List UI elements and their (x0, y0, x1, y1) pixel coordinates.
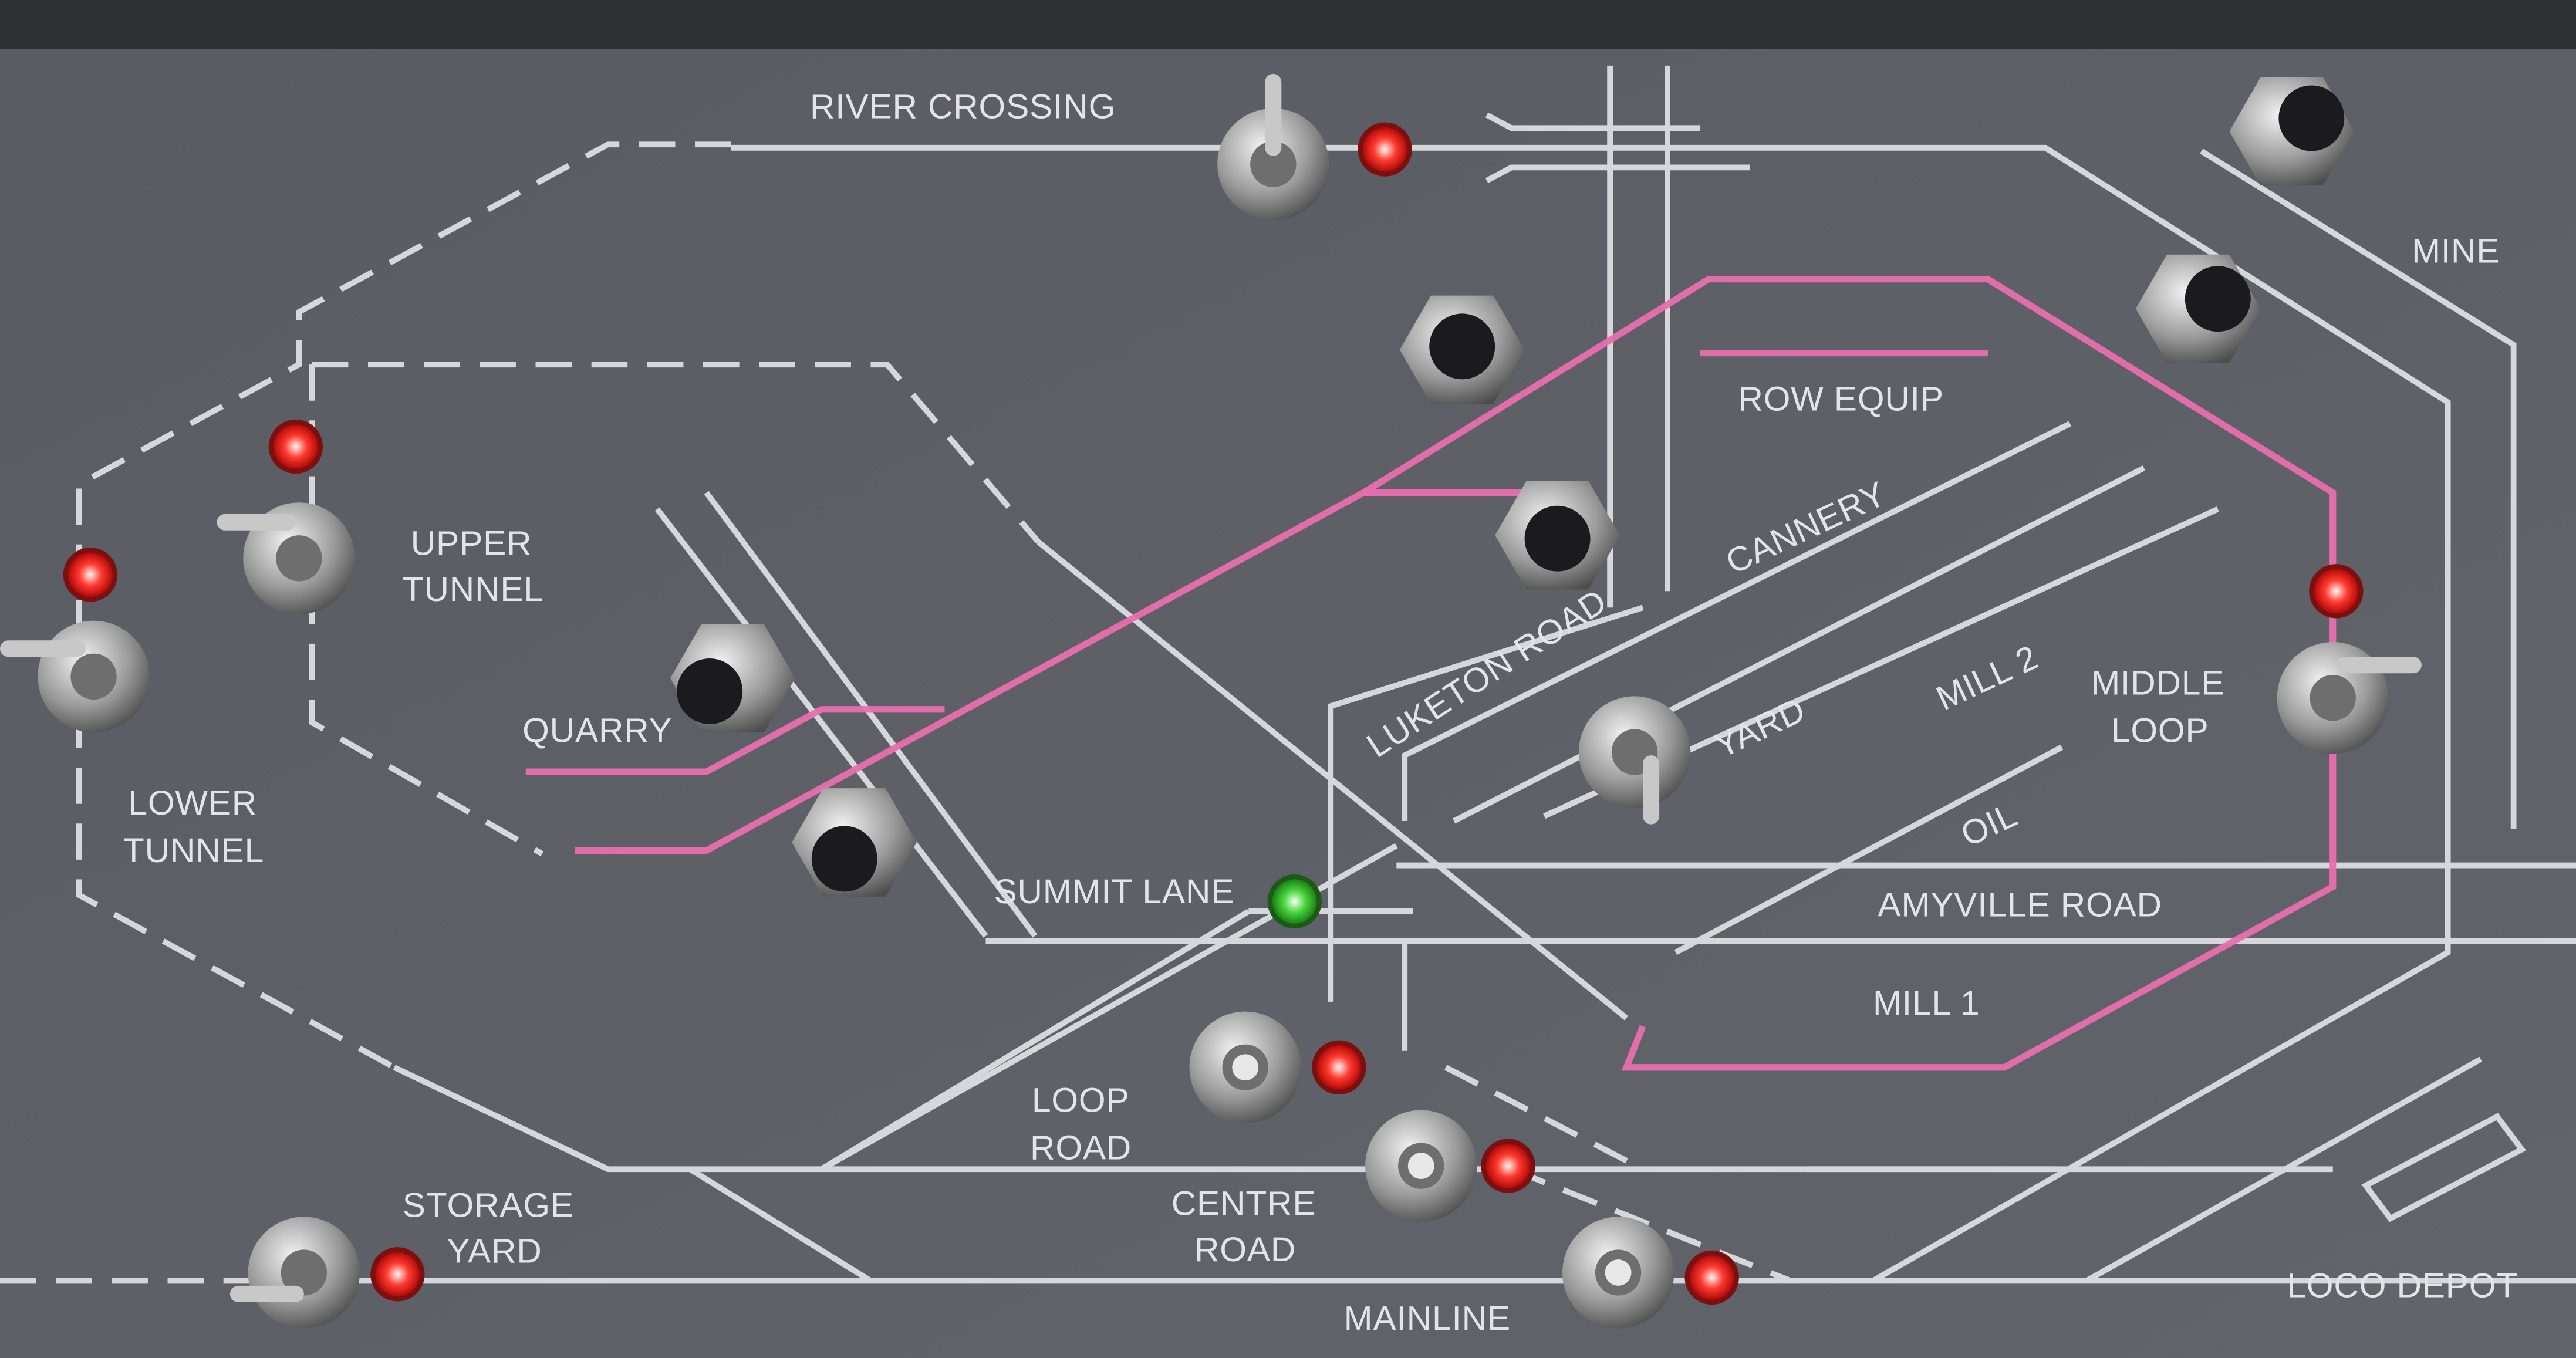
toggle-centre-road[interactable] (1365, 1110, 1477, 1222)
label-lower-tunnel-2: TUNNEL (123, 832, 264, 870)
led-mainline (1684, 1250, 1739, 1305)
led-upper-tunnel (268, 419, 323, 474)
label-quarry: QUARRY (522, 712, 672, 750)
label-upper-tunnel-2: TUNNEL (403, 570, 543, 609)
led-summit-lane (1267, 874, 1322, 929)
label-centre-road-2: ROAD (1194, 1231, 1296, 1269)
led-loop-road (1312, 1040, 1366, 1094)
toggle-switches (0, 73, 2422, 1329)
label-loco-depot: LOCO DEPOT (2287, 1266, 2518, 1305)
panel-face (0, 49, 2576, 1358)
label-loop-road-1: LOOP (1032, 1081, 1130, 1119)
indicator-leds (63, 122, 2364, 1305)
toggle-upper-tunnel[interactable] (217, 502, 355, 614)
push-button-luketon[interactable] (1495, 481, 1620, 590)
label-mill-1: MILL 1 (1873, 984, 1980, 1022)
toggle-yard[interactable] (1578, 696, 1691, 825)
push-buttons (670, 77, 2355, 897)
label-mine: MINE (2412, 232, 2500, 271)
label-mainline: MAINLINE (1344, 1299, 1511, 1337)
push-button-quarry-lower[interactable] (792, 788, 917, 897)
label-amyville-road: AMYVILLE ROAD (1878, 886, 2162, 924)
push-button-quarry-upper[interactable] (670, 624, 795, 732)
label-upper-tunnel-1: UPPER (411, 525, 532, 563)
push-button-mine-upper[interactable] (2229, 77, 2355, 186)
label-summit-lane: SUMMIT LANE (994, 873, 1234, 911)
label-centre-road-1: CENTRE (1171, 1185, 1316, 1223)
toggle-storage-yard[interactable] (229, 1217, 360, 1329)
track-diagram (0, 65, 2576, 1284)
label-storage-yard-2: YARD (447, 1232, 542, 1271)
label-lower-tunnel-1: LOWER (128, 784, 257, 822)
toggle-river-crossing[interactable] (1217, 73, 1329, 220)
led-storage-yard (370, 1247, 425, 1302)
label-river-crossing: RIVER CROSSING (810, 87, 1116, 126)
toggle-loop-road[interactable] (1189, 1011, 1301, 1123)
label-row-equip: ROW EQUIP (1738, 380, 1943, 418)
toggle-mainline[interactable] (1562, 1217, 1674, 1329)
led-centre-road (1481, 1139, 1535, 1193)
led-river-crossing (1358, 122, 1412, 177)
push-button-row-equip[interactable] (1399, 295, 1525, 404)
label-storage-yard-1: STORAGE (403, 1186, 574, 1224)
active-route (525, 276, 2337, 1071)
toggle-middle-loop[interactable] (2277, 642, 2422, 754)
label-middle-loop-2: LOOP (2111, 712, 2209, 750)
label-middle-loop-1: MIDDLE (2091, 664, 2224, 702)
toggle-lower-tunnel[interactable] (0, 620, 150, 732)
led-lower-tunnel (63, 548, 118, 602)
push-button-mine-lower[interactable] (2135, 254, 2261, 363)
led-middle-loop (2309, 564, 2364, 619)
label-loop-road-2: ROAD (1030, 1129, 1132, 1167)
